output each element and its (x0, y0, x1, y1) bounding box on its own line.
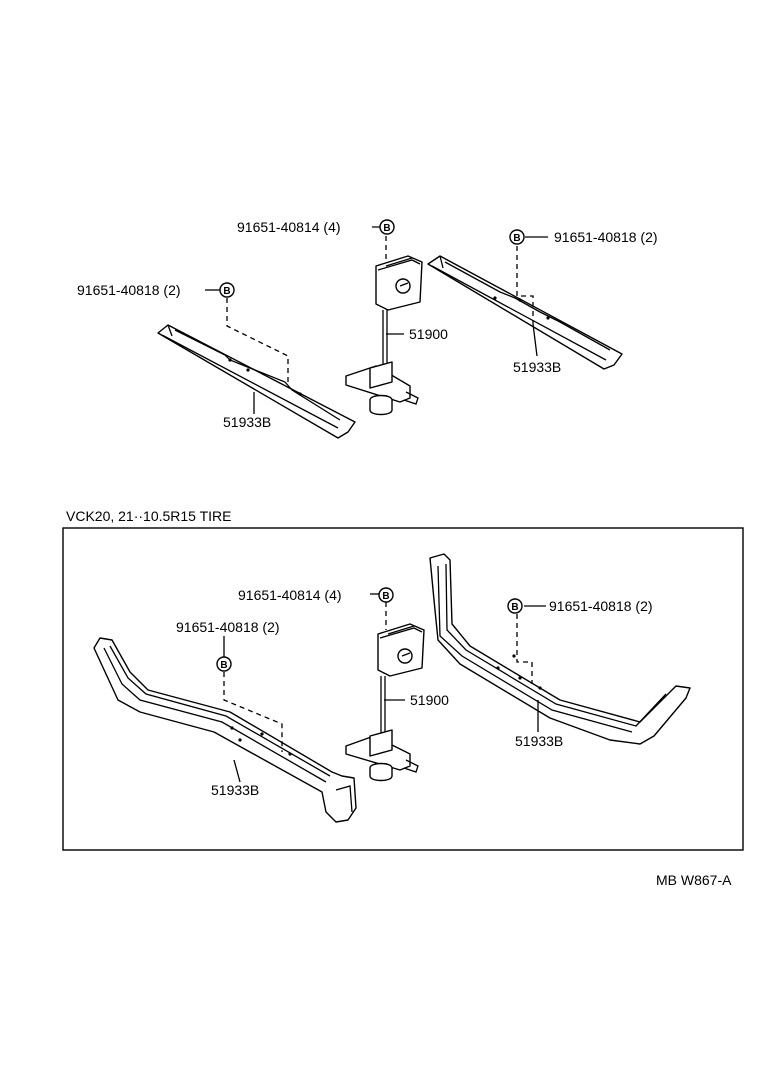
lower-left-bolt-dashed (223, 672, 283, 752)
upper-label-crossmember-left: 51933B (223, 414, 271, 430)
lower-label-crossmember-right: 51933B (515, 733, 563, 749)
svg-text:B: B (223, 286, 230, 297)
upper-label-crossmember-right: 51933B (513, 359, 561, 375)
lower-spare-carrier (345, 623, 425, 782)
lower-label-bolt-2-left: 91651-40818 (2) (176, 619, 280, 635)
lower-marker-left: B (216, 656, 232, 672)
svg-text:B: B (220, 660, 227, 671)
upper-marker-left: B (219, 282, 235, 298)
lower-marker-right: B (507, 598, 523, 614)
upper-right-crossmember (427, 255, 623, 370)
reference-code: MB W867-A (656, 872, 732, 888)
lower-marker-bolt4: B (378, 587, 394, 603)
variant-caption: VCK20, 21··10.5R15 TIRE (66, 508, 232, 524)
upper-label-bolt-2-left: 91651-40818 (2) (77, 282, 181, 298)
lower-label-bolt-4: 91651-40814 (4) (238, 587, 342, 603)
upper-label-carrier: 51900 (409, 326, 448, 342)
lower-label-bolt-2-right: 91651-40818 (2) (549, 598, 653, 614)
upper-left-bolt-dashed (226, 298, 289, 384)
upper-left-crossmember (157, 324, 356, 439)
svg-text:B: B (383, 223, 390, 234)
svg-text:B: B (382, 591, 389, 602)
lower-label-crossmember-left: 51933B (211, 782, 259, 798)
svg-text:B: B (511, 602, 518, 613)
lower-assembly: B B B 91651-40814 (4) 91651-40818 (2) 91… (93, 553, 691, 823)
upper-assembly: B B B 91651-40814 (4) 91651-40818 (2) 91… (77, 219, 658, 439)
upper-right-leader (532, 323, 538, 357)
lower-right-bolt-dashed (516, 614, 533, 684)
svg-text:B: B (513, 233, 520, 244)
lower-right-crossmember (429, 553, 691, 745)
upper-marker-bolt4: B (379, 219, 395, 235)
variant-frame (62, 527, 744, 851)
upper-label-bolt-4: 91651-40814 (4) (237, 219, 341, 235)
upper-marker-right: B (509, 229, 525, 245)
upper-label-bolt-2-right: 91651-40818 (2) (554, 229, 658, 245)
lower-left-crossmember (93, 637, 357, 823)
lower-left-leader (233, 759, 241, 783)
upper-spare-carrier (345, 255, 423, 416)
upper-right-bolt-dashed (516, 246, 534, 324)
lower-label-carrier: 51900 (410, 692, 449, 708)
